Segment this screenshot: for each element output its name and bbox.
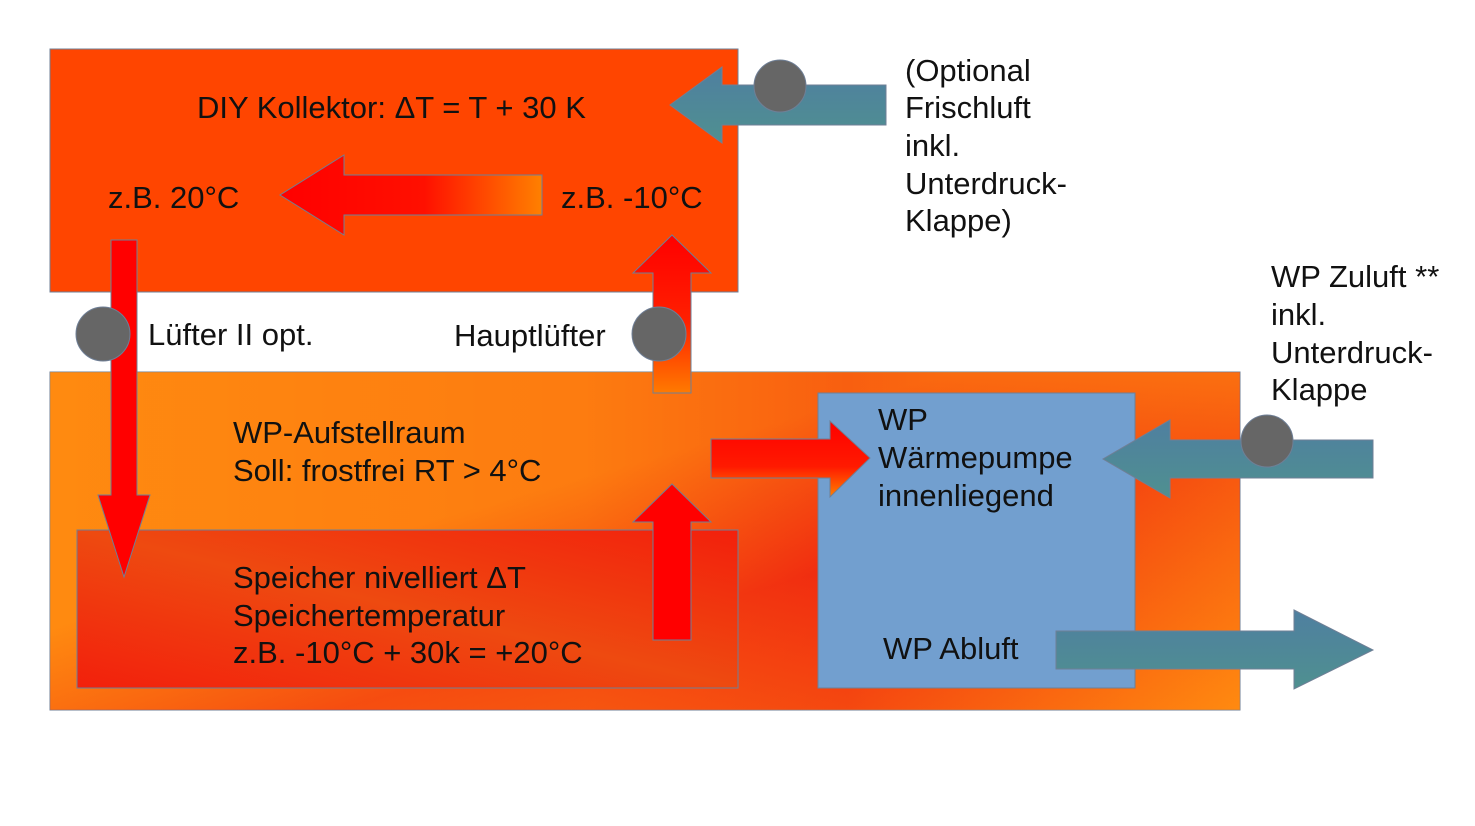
heatpump-label-line: innenliegend: [878, 478, 1054, 513]
storage-label-line: Speicher nivelliert ΔT: [233, 560, 526, 595]
heatpump-intake-arrow: [1102, 419, 1374, 499]
room-label-line: WP-Aufstellraum: [233, 415, 466, 450]
intake-note-line: WP Zuluft **: [1271, 259, 1439, 294]
intake-note: WP Zuluft ** inkl. Unterdruck- Klappe: [1271, 259, 1439, 407]
room-label: WP-Aufstellraum Soll: frostfrei RT > 4°C: [233, 415, 541, 488]
heatpump-exhaust-arrow: [1055, 609, 1375, 690]
main-fan-icon[interactable]: [631, 306, 687, 362]
collector-box: [49, 48, 739, 293]
collector-title: DIY Kollektor: ΔT = T + 30 K: [197, 90, 586, 125]
secondary-fan-icon[interactable]: [75, 306, 131, 362]
heatpump-label-line: WP: [878, 402, 928, 437]
heatpump-label: WP Wärmepumpe innenliegend: [878, 402, 1073, 513]
storage-label: Speicher nivelliert ΔT Speichertemperatu…: [233, 560, 583, 670]
room-label-line: Soll: frostfrei RT > 4°C: [233, 453, 541, 488]
intake-note-line: Klappe: [1271, 372, 1368, 407]
fresh-air-note-line: Frischluft: [905, 90, 1031, 125]
fresh-air-note-line: inkl.: [905, 128, 960, 163]
storage-box: [76, 529, 739, 689]
storage-label-line: Speichertemperatur: [233, 598, 505, 633]
heatpump-label-line: Wärmepumpe: [878, 440, 1073, 475]
intake-note-line: Unterdruck-: [1271, 335, 1433, 370]
fresh-air-note: (Optional Frischluft inkl. Unterdruck- K…: [905, 53, 1067, 238]
collector-inlet-temp: z.B. -10°C: [561, 180, 703, 215]
fresh-air-note-line: (Optional: [905, 53, 1031, 88]
storage-up-arrow: [631, 483, 713, 641]
intake-flap-icon[interactable]: [1240, 414, 1294, 468]
main-fan-label: Hauptlüfter: [454, 318, 606, 353]
storage-label-line: z.B. -10°C + 30k = +20°C: [233, 635, 583, 670]
heatpump-exhaust-label: WP Abluft: [883, 631, 1019, 666]
fresh-air-note-line: Klappe): [905, 203, 1012, 238]
collector-flow-arrow: [279, 154, 543, 236]
fresh-air-note-line: Unterdruck-: [905, 166, 1067, 201]
intake-note-line: inkl.: [1271, 297, 1326, 332]
fresh-air-flap-icon[interactable]: [753, 59, 807, 113]
room-air-to-heatpump-arrow: [710, 419, 871, 499]
collector-outlet-temp: z.B. 20°C: [108, 180, 239, 215]
secondary-fan-label: Lüfter II opt.: [148, 317, 313, 352]
